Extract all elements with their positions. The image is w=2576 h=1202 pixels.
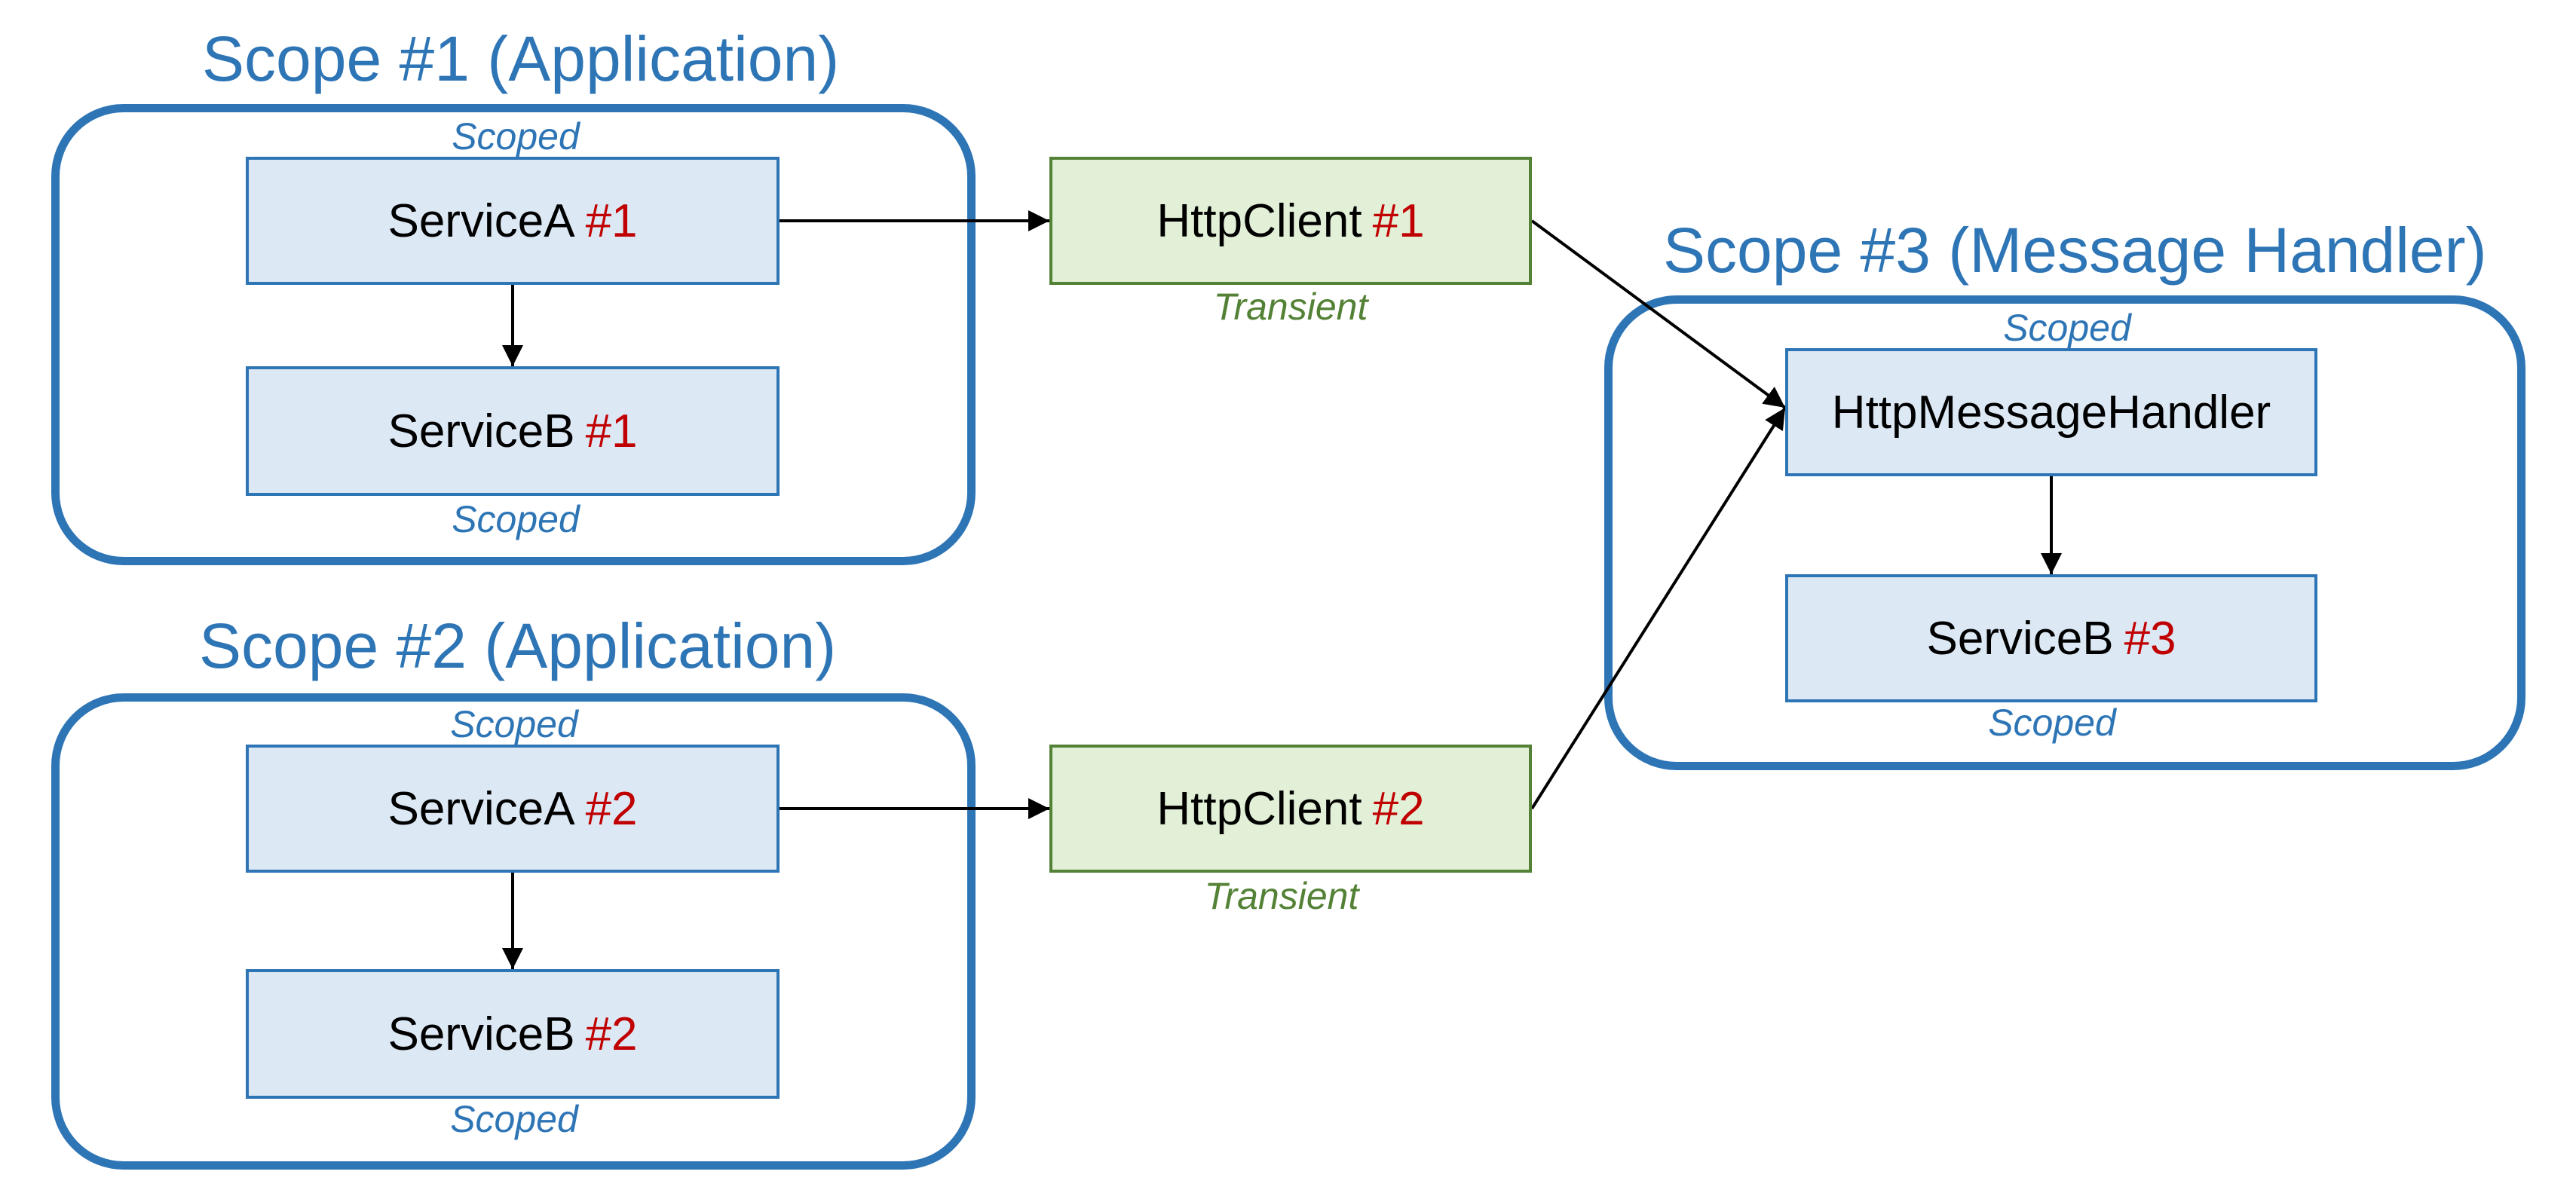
http-message-handler-label: HttpMessageHandler <box>1831 386 2271 439</box>
arrow-httpClient2-to-handler <box>1530 406 1787 810</box>
service-b-1-instance: #1 <box>585 405 638 457</box>
service-b-3-box: ServiceB#3 <box>1785 574 2317 702</box>
scope-1-container <box>51 104 976 565</box>
service-b-2-box: ServiceB#2 <box>246 969 780 1099</box>
http-client-2-lifetime: Transient <box>1204 875 1359 917</box>
service-b-2-lifetime: Scoped <box>450 1098 578 1140</box>
http-client-2-label: HttpClient <box>1156 782 1362 835</box>
service-a-2-lifetime: Scoped <box>450 703 578 745</box>
http-client-1-lifetime: Transient <box>1213 286 1368 328</box>
arrow-httpClient1-to-handler <box>1530 219 1787 409</box>
scope-2-container <box>51 693 976 1170</box>
service-a-1-lifetime: Scoped <box>452 115 580 158</box>
service-b-3-instance: #3 <box>2124 612 2176 665</box>
http-message-handler-box: HttpMessageHandler <box>1785 348 2317 476</box>
service-a-1-box: ServiceA#1 <box>246 157 780 285</box>
service-b-1-label: ServiceB <box>387 405 575 457</box>
service-a-1-instance: #1 <box>585 194 638 247</box>
scope-3-container <box>1604 295 2525 770</box>
service-a-2-label: ServiceA <box>387 782 575 835</box>
scope-3-title: Scope #3 (Message Handler) <box>1663 215 2487 286</box>
service-b-2-label: ServiceB <box>387 1008 575 1060</box>
http-client-1-instance: #1 <box>1372 194 1425 247</box>
scope-1-title: Scope #1 (Application) <box>202 23 840 94</box>
service-a-1-label: ServiceA <box>387 194 575 247</box>
service-b-2-instance: #2 <box>585 1008 638 1060</box>
http-client-2-instance: #2 <box>1372 782 1425 835</box>
http-client-2-box: HttpClient#2 <box>1049 745 1532 873</box>
service-a-2-instance: #2 <box>585 782 638 835</box>
http-client-1-box: HttpClient#1 <box>1049 157 1532 285</box>
service-a-2-box: ServiceA#2 <box>246 745 780 873</box>
scope-2-title: Scope #2 (Application) <box>199 610 837 681</box>
service-b-3-label: ServiceB <box>1926 612 2114 665</box>
service-b-3-lifetime: Scoped <box>1988 702 2116 744</box>
service-b-1-lifetime: Scoped <box>452 498 580 540</box>
http-message-handler-lifetime: Scoped <box>2003 307 2131 349</box>
service-b-1-box: ServiceB#1 <box>246 366 780 496</box>
http-client-1-label: HttpClient <box>1156 194 1362 247</box>
